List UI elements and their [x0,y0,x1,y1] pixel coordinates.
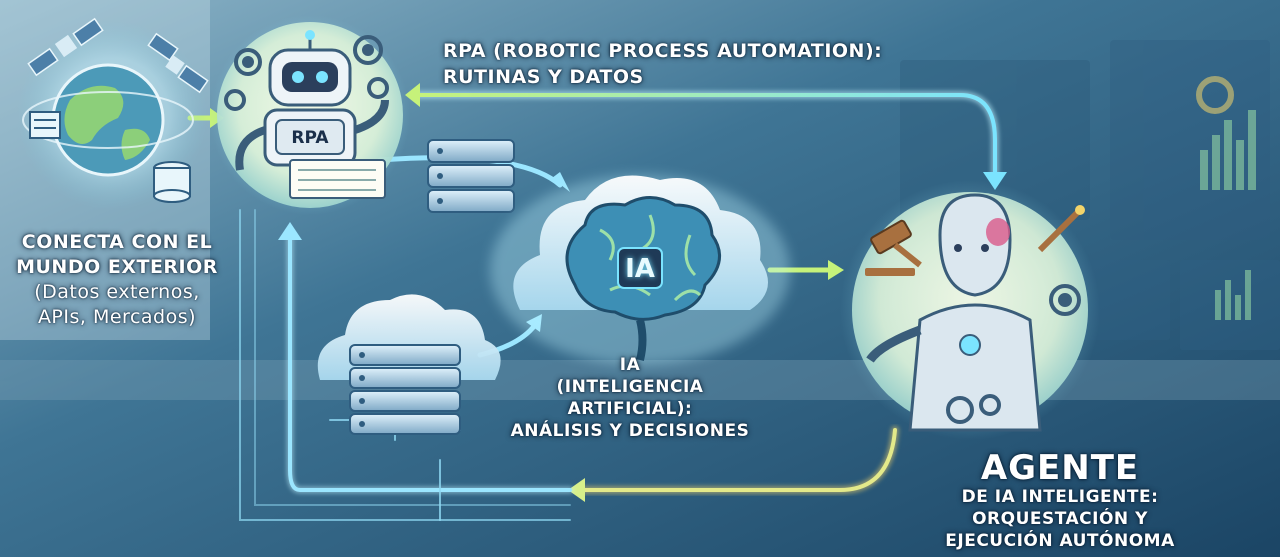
agent-caption-line: ORQUESTACIÓN Y [972,509,1148,529]
chart-decoration-icon [1196,76,1256,320]
satellite-icon [27,17,209,94]
agent-caption: AGENTE DE IA INTELIGENTE: ORQUESTACIÓN Y… [880,450,1240,552]
wand-icon [1037,205,1085,253]
server-icon [349,344,461,435]
server-icon [427,139,515,213]
agent-title: AGENTE [980,448,1140,488]
gear-icon [224,35,389,111]
external-caption-line: CONECTA CON EL [21,231,213,253]
globe-icon [17,20,207,210]
ia-caption-line: IA [619,355,641,375]
external-caption-line: (Datos externos, [34,281,200,303]
ia-caption-line: (INTELIGENCIA [556,377,704,397]
rpa-badge: RPA [291,128,329,148]
external-caption-line: MUNDO EXTERIOR [16,256,218,278]
external-caption-line: APIs, Mercados) [37,306,197,328]
ia-caption: IA (INTELIGENCIA ARTIFICIAL): ANÁLISIS Y… [480,354,780,442]
rpa-caption: RPA (ROBOTIC PROCESS AUTOMATION): RUTINA… [443,38,882,90]
gear-icon [946,284,1081,424]
brain-icon [565,196,721,361]
ia-caption-line: ARTIFICIAL): [567,399,693,419]
agent-caption-line: EJECUCIÓN AUTÓNOMA [945,531,1175,551]
external-world-caption: CONECTA CON EL MUNDO EXTERIOR (Datos ext… [6,230,228,330]
robot-icon [210,15,410,215]
ia-chip: IA [625,254,655,284]
agent-caption-line: DE IA INTELIGENTE: [961,487,1159,507]
database-icon [29,111,191,203]
ia-caption-line: ANÁLISIS Y DECISIONES [510,421,750,441]
gavel-icon [865,219,922,276]
humanoid-robot-icon [840,180,1100,440]
rpa-caption-line: RPA (ROBOTIC PROCESS AUTOMATION): [443,40,883,62]
rpa-caption-line: RUTINAS Y DATOS [443,66,644,88]
